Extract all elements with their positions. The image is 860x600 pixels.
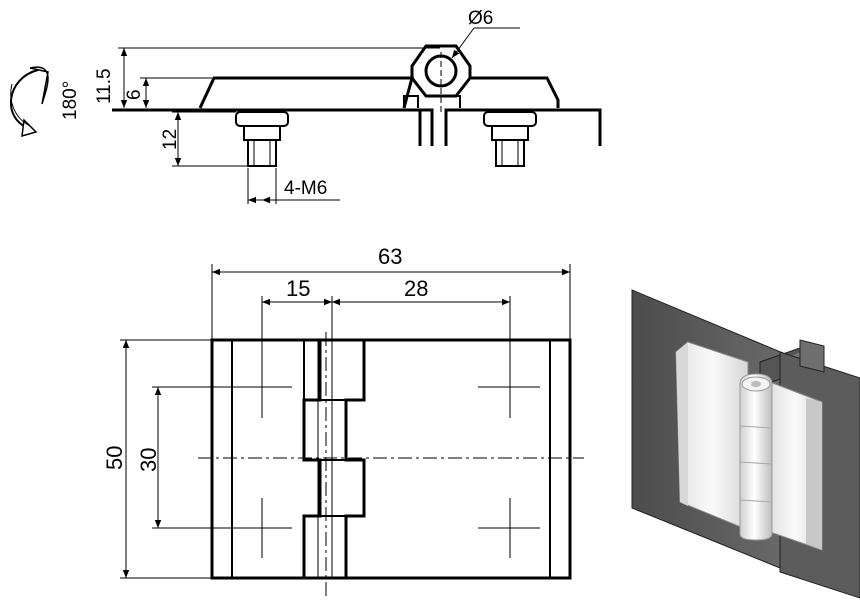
rotation-label: 180° <box>60 81 81 120</box>
hinge-3d-render <box>631 289 860 599</box>
right-mounting-plate <box>444 108 602 146</box>
dim-left-hole: 15 <box>286 276 310 301</box>
dim-diameter: Ø6 <box>468 8 493 29</box>
dim-hole-spacing: 30 <box>136 448 161 472</box>
dim-thread: 4-M6 <box>284 178 327 199</box>
dim-right-hole: 28 <box>404 276 428 301</box>
dim-bolt-length: 12 <box>160 129 181 150</box>
side-view: 180° 11.5 <box>9 8 602 204</box>
rotation-arrow-icon <box>9 66 49 138</box>
hole-crosses <box>232 358 540 558</box>
left-leaf-profile <box>198 76 414 109</box>
left-mounting-plate <box>112 108 434 146</box>
dim-height-leaf: 6 <box>124 89 145 100</box>
dim-width: 63 <box>378 244 402 269</box>
knuckle-profile <box>410 44 472 98</box>
left-bolt <box>235 111 289 167</box>
dim-height-total: 11.5 <box>94 68 115 104</box>
dim-height: 50 <box>102 446 127 470</box>
front-view: 63 15 28 50 30 <box>102 244 584 598</box>
right-leaf-profile <box>470 76 560 108</box>
right-bolt <box>483 111 537 167</box>
